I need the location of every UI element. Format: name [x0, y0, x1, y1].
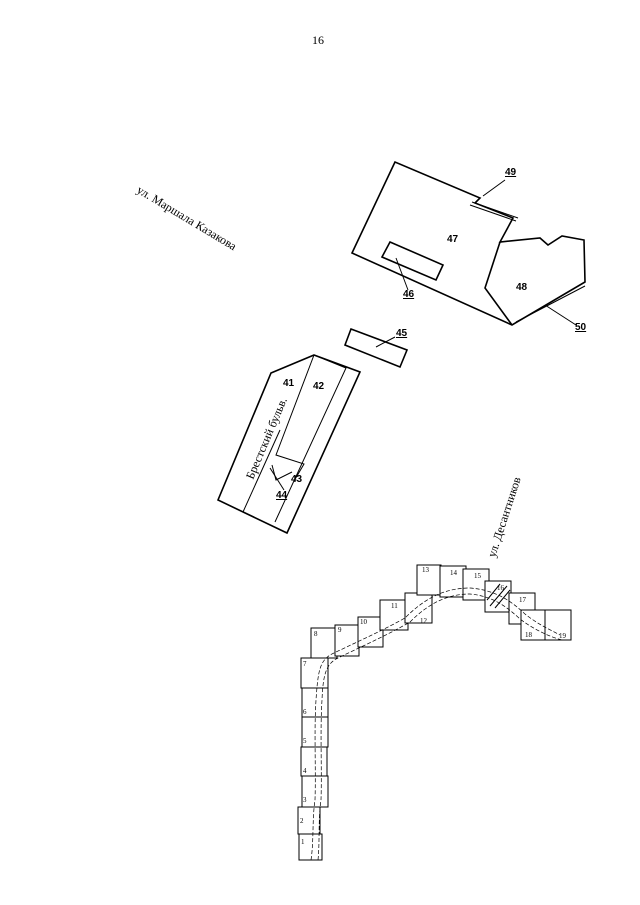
plot-label-50: 50 — [575, 322, 587, 333]
plot-47-outline — [350, 160, 586, 326]
plot-label-49: 49 — [505, 167, 517, 178]
plot-49-marker — [469, 179, 519, 222]
plot-48-outline — [484, 241, 513, 326]
plot-label-45: 45 — [396, 328, 408, 339]
plot-46-rectangle — [380, 240, 445, 291]
plot-50-marker — [515, 285, 586, 326]
route-sheet-19: 19 — [559, 632, 567, 640]
plot-label-42: 42 — [313, 381, 325, 392]
plot-41-42-43-outline — [216, 354, 362, 535]
plot-45-rectangle — [343, 327, 409, 369]
plot-label-41: 41 — [283, 378, 295, 389]
route-sheet-4: 4 — [303, 767, 307, 775]
plot-label-43: 43 — [291, 474, 303, 485]
route-sheet-2: 2 — [300, 817, 304, 825]
plot-44-marker — [269, 464, 293, 491]
route-sheet-14: 14 — [450, 569, 458, 577]
route-sheet-15: 15 — [474, 572, 482, 580]
route-sheet-grid — [297, 564, 572, 861]
plot-label-44: 44 — [276, 490, 288, 501]
plot-label-46: 46 — [403, 289, 415, 300]
plot-label-47: 47 — [447, 234, 459, 245]
route-sheet-13: 13 — [422, 566, 430, 574]
route-sheet-8: 8 — [314, 630, 318, 638]
route-sheet-18: 18 — [525, 631, 533, 639]
page-number: 16 — [312, 33, 324, 47]
route-sheet-10: 10 — [360, 618, 368, 626]
route-sheet-3: 3 — [303, 796, 307, 804]
plot-label-48: 48 — [516, 282, 528, 293]
route-sheet-12: 12 — [420, 617, 428, 625]
route-sheet-11: 11 — [391, 602, 398, 610]
hatched-area — [486, 583, 511, 609]
route-sheet-1: 1 — [301, 838, 305, 846]
route-sheet-16: 16 — [497, 584, 505, 592]
street-label-marshal-kazakov: ул. Маршала Казакова — [134, 183, 239, 254]
route-sheet-5: 5 — [303, 737, 307, 745]
street-label-desantnikov: ул. Десантников — [485, 475, 524, 559]
route-sheet-9: 9 — [338, 626, 342, 634]
route-sheet-17: 17 — [519, 596, 527, 604]
route-sheet-7: 7 — [303, 660, 307, 668]
route-sheet-6: 6 — [303, 708, 307, 716]
